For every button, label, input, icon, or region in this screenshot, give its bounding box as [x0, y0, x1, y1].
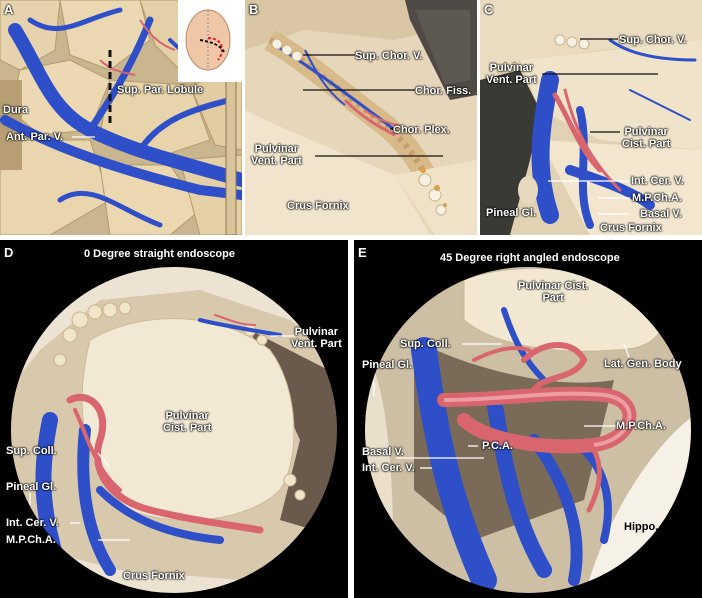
label-pulvinar-cist-e: Pulvinar Cist. Part — [518, 280, 588, 304]
label-crus-fornix-d: Crus Fornix — [123, 570, 185, 582]
panel-a: A Dura Sup. Par. Lobule Ant. Par. V. — [0, 0, 242, 235]
label-pulvinar-b-line2: Vent. Part — [251, 155, 302, 167]
panel-letter-a: A — [4, 2, 14, 17]
label-pulvinar-b-line1: Pulvinar — [254, 143, 299, 155]
panel-d: D 0 Degree straight endoscope Pulvinar V… — [0, 240, 348, 598]
panel-d-leaders — [29, 335, 295, 541]
label-basal-v-c: Basal V. — [640, 208, 682, 220]
label-pulvinar-vent-c-line2: Vent. Part — [486, 74, 537, 86]
panel-c-image — [480, 0, 702, 235]
label-int-cer-v-e: Int. Cer. V. — [362, 462, 415, 474]
panel-d-image — [0, 240, 348, 598]
panel-e: E 45 Degree right angled endoscope Pulvi… — [354, 240, 702, 598]
panel-letter-d: D — [4, 245, 14, 260]
panel-c-leaders — [542, 38, 658, 215]
label-sup-coll-e: Sup. Coll. — [400, 338, 451, 350]
panel-e-image — [354, 240, 702, 598]
panel-b: B Sup. Chor. V. Chor. Fiss. Chor. Plex. … — [245, 0, 477, 235]
label-pulvinar-cist-d-line2: Cist. Part — [163, 422, 212, 434]
panel-d-title: 0 Degree straight endoscope — [84, 248, 235, 260]
label-mpcha-d: M.P.Ch.A. — [6, 534, 56, 546]
label-pineal-c: Pineal Gl. — [486, 207, 537, 219]
panel-e-leaders — [373, 343, 630, 469]
label-sup-chor-v: Sup. Chor. V. — [355, 50, 423, 62]
label-chor-plex: Chor. Plex. — [393, 124, 450, 136]
label-chor-fiss: Chor. Fiss. — [415, 85, 472, 97]
label-crus-fornix-c: Crus Fornix — [600, 222, 662, 234]
panel-e-title: 45 Degree right angled endoscope — [440, 252, 620, 264]
label-basal-v-e: Basal V. — [362, 446, 404, 458]
label-dura: Dura — [3, 104, 29, 116]
label-int-cer-v-c: Int. Cer. V. — [631, 175, 684, 187]
panel-a-leaders — [72, 136, 95, 138]
label-pulvinar-vent-d-line1: Pulvinar — [294, 326, 339, 338]
label-mpcha-c: M.P.Ch.A. — [632, 192, 682, 204]
label-hippo-e: Hippo. — [624, 521, 659, 533]
panel-letter-c: C — [484, 2, 494, 17]
label-lat-gen-body-e: Lat. Gen. Body — [604, 358, 682, 370]
label-pulvinar-b: Pulvinar Vent. Part — [251, 143, 302, 167]
label-int-cer-v-d: Int. Cer. V. — [6, 517, 59, 529]
label-pca-e: P.C.A. — [482, 440, 513, 452]
label-pulvinar-cist-d: Pulvinar Cist. Part — [163, 410, 211, 434]
label-crus-fornix-b: Crus Fornix — [287, 200, 349, 212]
label-pineal-e: Pineal Gl. — [362, 359, 413, 371]
label-pineal-d: Pineal Gl. — [6, 481, 57, 493]
label-pulvinar-cist-e-line2: Part — [542, 292, 564, 304]
label-pulvinar-vent-c: Pulvinar Vent. Part — [486, 62, 537, 86]
label-sup-chor-v-c: Sup. Chor. V. — [619, 34, 687, 46]
label-pulvinar-vent-d: Pulvinar Vent. Part — [291, 326, 342, 350]
panel-b-leaders — [303, 54, 443, 157]
label-pulvinar-vent-d-line2: Vent. Part — [291, 338, 342, 350]
panel-a-image — [0, 0, 242, 235]
label-ant-par-v: Ant. Par. V. — [6, 131, 64, 143]
label-pulvinar-cist-c-line1: Pulvinar — [624, 126, 668, 138]
label-pulvinar-cist-d-line1: Pulvinar — [165, 410, 209, 422]
label-sup-par-lobule: Sup. Par. Lobule — [117, 84, 204, 96]
label-pulvinar-vent-c-line1: Pulvinar — [489, 62, 534, 74]
label-pulvinar-cist-e-line1: Pulvinar Cist. — [518, 280, 589, 292]
panel-letter-b: B — [249, 2, 259, 17]
panel-letter-e: E — [358, 245, 367, 260]
label-mpcha-e: M.P.Ch.A. — [616, 420, 666, 432]
label-sup-coll-d: Sup. Coll. — [6, 445, 57, 457]
panel-b-image — [245, 0, 477, 235]
label-pulvinar-cist-c: Pulvinar Cist. Part — [622, 126, 670, 150]
label-pulvinar-cist-c-line2: Cist. Part — [622, 138, 671, 150]
panel-c: C Sup. Chor. V. Pulvinar Vent. Part Pulv… — [480, 0, 702, 235]
